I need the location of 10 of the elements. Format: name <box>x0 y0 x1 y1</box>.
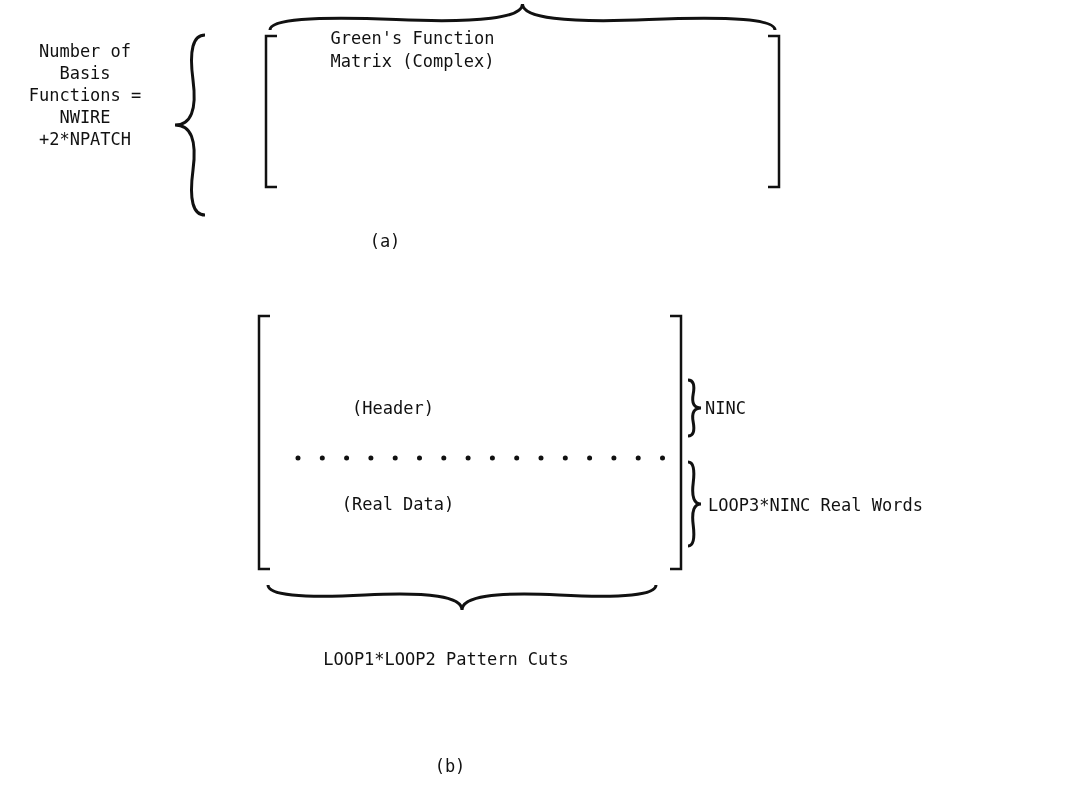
figure-caption: (b) <box>433 755 467 777</box>
dimension-label: LOOP3*NINC Real Words <box>708 494 924 516</box>
dimension-label: NINC <box>705 397 747 419</box>
dimension-label: Number of Basis Functions = NWIRE +2*NPATCH <box>27 40 143 150</box>
figure-caption: (a) <box>368 230 402 252</box>
matrix-label: Green's Function Matrix (Complex) <box>329 27 496 73</box>
dimension-label: LOOP1*LOOP2 Pattern Cuts <box>322 648 570 670</box>
matrix-label: (Real Data) <box>340 493 456 516</box>
matrix-bracket <box>258 315 682 570</box>
matrix-label: (Header) <box>351 397 435 420</box>
